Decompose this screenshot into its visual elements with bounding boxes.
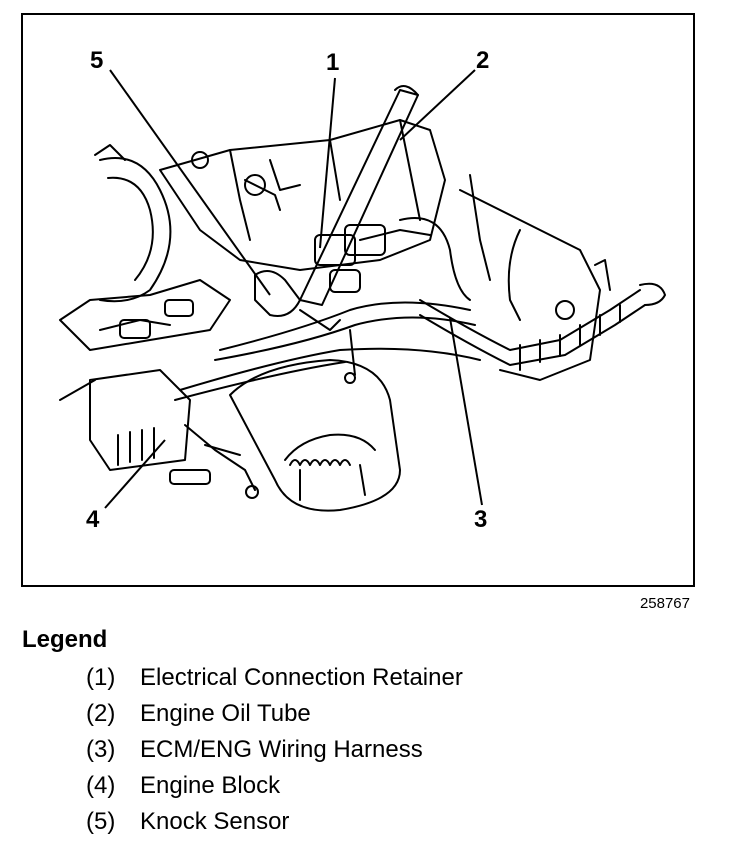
legend-title: Legend [22, 626, 108, 653]
legend-item: (4) Engine Block [86, 770, 463, 806]
callout-5: 5 [90, 47, 103, 74]
legend-item: (2) Engine Oil Tube [86, 698, 463, 734]
legend-number: (1) [86, 664, 116, 691]
callout-4: 4 [86, 506, 100, 533]
legend-label: Electrical Connection Retainer [140, 664, 463, 691]
callout-2: 2 [476, 47, 489, 74]
legend-item: (3) ECM/ENG Wiring Harness [86, 734, 463, 770]
legend-number: (5) [86, 808, 116, 835]
legend-number: (2) [86, 700, 116, 727]
legend-list: (1) Electrical Connection Retainer (2) E… [86, 662, 463, 842]
diagram-frame [21, 13, 695, 587]
legend-item: (5) Knock Sensor [86, 806, 463, 842]
legend-number: (3) [86, 736, 116, 763]
legend-label: Knock Sensor [140, 808, 290, 835]
engine-diagram: 1 2 3 4 5 [21, 13, 695, 587]
callout-3: 3 [474, 506, 487, 533]
leader-lines [104, 69, 483, 509]
legend-number: (4) [86, 772, 116, 799]
callout-1: 1 [326, 49, 339, 76]
legend-label: Engine Oil Tube [140, 700, 311, 727]
engine-illustration [59, 85, 666, 512]
legend-label: Engine Block [140, 772, 281, 799]
figure-id: 258767 [639, 595, 690, 612]
legend-item: (1) Electrical Connection Retainer [86, 662, 463, 698]
legend-label: ECM/ENG Wiring Harness [140, 736, 423, 763]
